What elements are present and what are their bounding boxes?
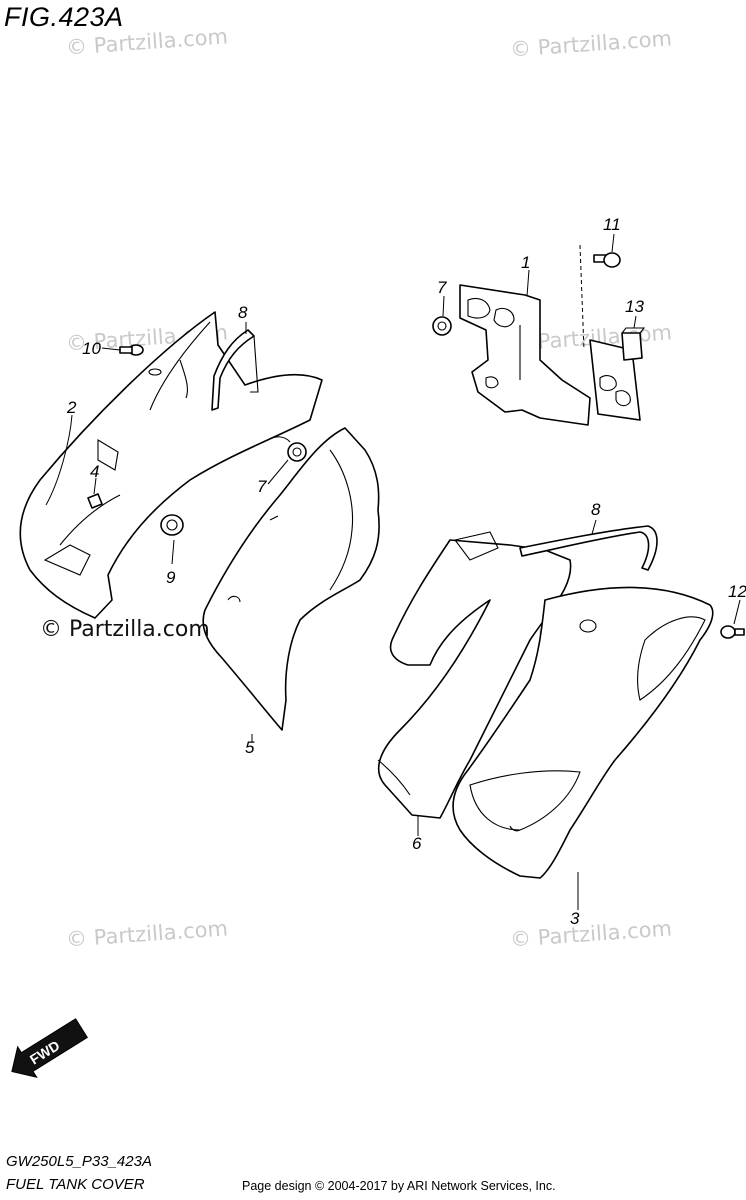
part-number-7-upper: 7 — [437, 278, 447, 297]
part-number-10: 10 — [82, 339, 101, 358]
part-number-2: 2 — [66, 398, 77, 417]
part-number-4: 4 — [90, 462, 99, 481]
part-12-screw[interactable] — [720, 625, 745, 639]
part-number-12: 12 — [728, 582, 746, 601]
diagram-name: FUEL TANK COVER — [6, 1176, 145, 1193]
part-number-1: 1 — [521, 253, 530, 272]
figure-title: FIG.423A — [4, 2, 124, 32]
leader-lines — [45, 233, 741, 910]
part-8-cover-cushion-upper[interactable] — [211, 329, 259, 411]
part-13-cushion[interactable] — [621, 327, 646, 361]
part-8-cover-cushion-lower[interactable] — [519, 525, 658, 571]
part-number-8-lower: 8 — [591, 500, 601, 519]
part-2-left-fuel-tank-cover[interactable] — [19, 311, 323, 619]
part-number-8-upper: 8 — [238, 303, 248, 322]
part-11-bolt[interactable] — [593, 252, 621, 268]
part-7-grommet-upper[interactable] — [432, 316, 452, 336]
part-number-9: 9 — [166, 568, 176, 587]
part-number-3: 3 — [570, 909, 580, 928]
part-number-11: 11 — [603, 215, 621, 234]
diagram-code: GW250L5_P33_423A — [6, 1153, 152, 1170]
copyright-text: Page design © 2004-2017 by ARI Network S… — [242, 1179, 556, 1193]
part-7-grommet-middle[interactable] — [287, 442, 307, 462]
watermark-bold: © Partzilla.com — [40, 617, 210, 642]
fwd-arrow: FWD — [11, 1018, 88, 1079]
part-1-bracket[interactable] — [459, 284, 641, 426]
part-5-inner-cover[interactable] — [202, 427, 380, 731]
part-number-13: 13 — [625, 297, 644, 316]
part-6-right-inner-cover[interactable] — [377, 531, 572, 819]
part-number-5: 5 — [245, 738, 255, 757]
part-10-screw[interactable] — [119, 344, 144, 356]
part-number-7-middle: 7 — [257, 477, 267, 496]
part-4-nut[interactable] — [87, 493, 103, 509]
part-3-right-fuel-tank-cover[interactable] — [452, 586, 714, 879]
part-number-6: 6 — [412, 834, 422, 853]
part-9-grommet[interactable] — [160, 514, 184, 536]
